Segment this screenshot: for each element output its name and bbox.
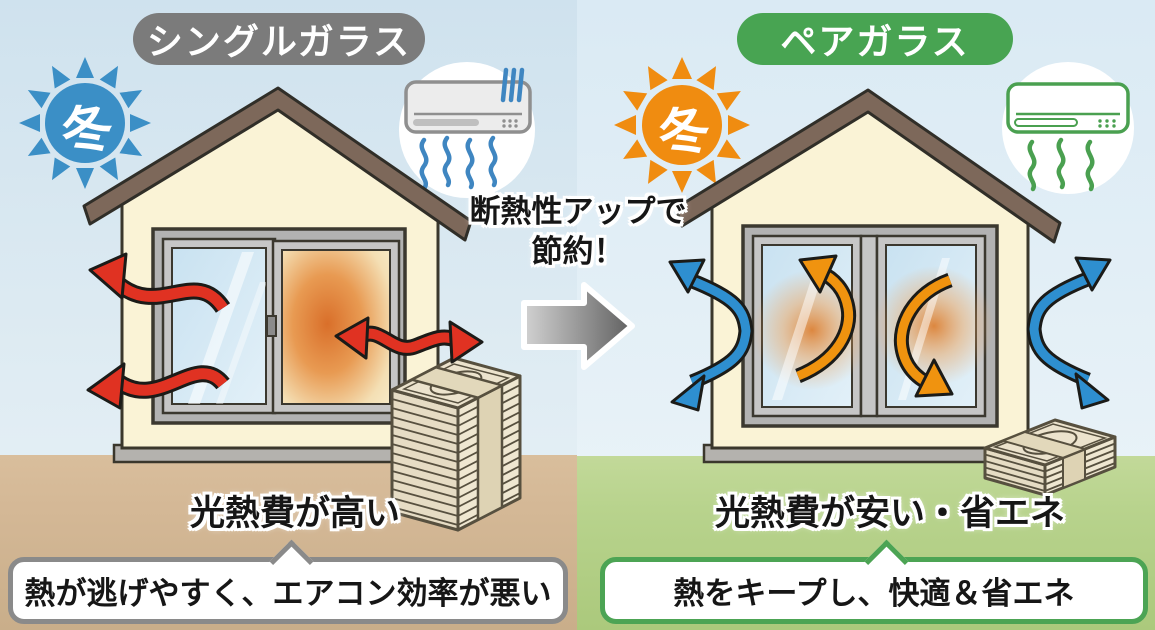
bubble-single-glass: 熱が逃げやすく、エアコン効率が悪い [8,539,568,624]
air-conditioner-icon-right [1002,62,1134,194]
ac-airflow-icon-left [419,135,498,190]
winter-sun-icon-cold [19,57,151,189]
winter-badge-left: 冬 [56,97,118,164]
window-handle-icon [266,315,277,337]
caption-high-cost: 光熱費が高い [189,494,400,533]
heat-escape-arrow-icon-upper [88,252,231,314]
ac-airflow-icon-right [1027,137,1095,192]
bubble-pair-glass: 熱をキープし、快適＆省エネ [600,539,1148,624]
pair-glass-title: ペアガラス [737,13,1013,65]
tall-money-stack-icon [390,356,522,532]
pair-glass-window-icon [741,224,999,428]
heat-keep-arrow-icon-right [893,272,954,398]
single-glass-title: シングルガラス [133,13,425,65]
caption-low-cost: 光熱費が安い・省エネ [714,494,1065,533]
cold-air-bounce-arrow-icon-right [1026,256,1112,410]
winter-badge-right: 冬 [653,99,715,166]
small-money-stack-icon [983,418,1117,497]
center-note-line2: 節約！ [531,234,625,270]
air-conditioner-icon-left [399,62,535,198]
center-note: 断熱性アップで 節約！ [448,192,708,273]
center-note-line1: 断熱性アップで [469,194,687,229]
winter-sun-icon-warm [614,57,750,193]
heat-escape-arrow-icon-lower [86,362,230,410]
heat-keep-arrow-icon-left [794,254,857,383]
bubble-pair-glass-text: 熱をキープし、快適＆省エネ [673,576,1075,611]
ac-effort-lines-icon [500,67,525,103]
pair-glass-title-label: ペアガラス [780,21,970,62]
right-arrow-icon [521,282,635,370]
cold-air-bounce-arrow-icon-left [668,258,754,412]
heat-leak-double-arrow-icon [334,316,484,364]
bubble-single-glass-text: 熱が逃げやすく、エアコン効率が悪い [24,576,552,611]
single-glass-title-label: シングルガラス [146,21,412,62]
